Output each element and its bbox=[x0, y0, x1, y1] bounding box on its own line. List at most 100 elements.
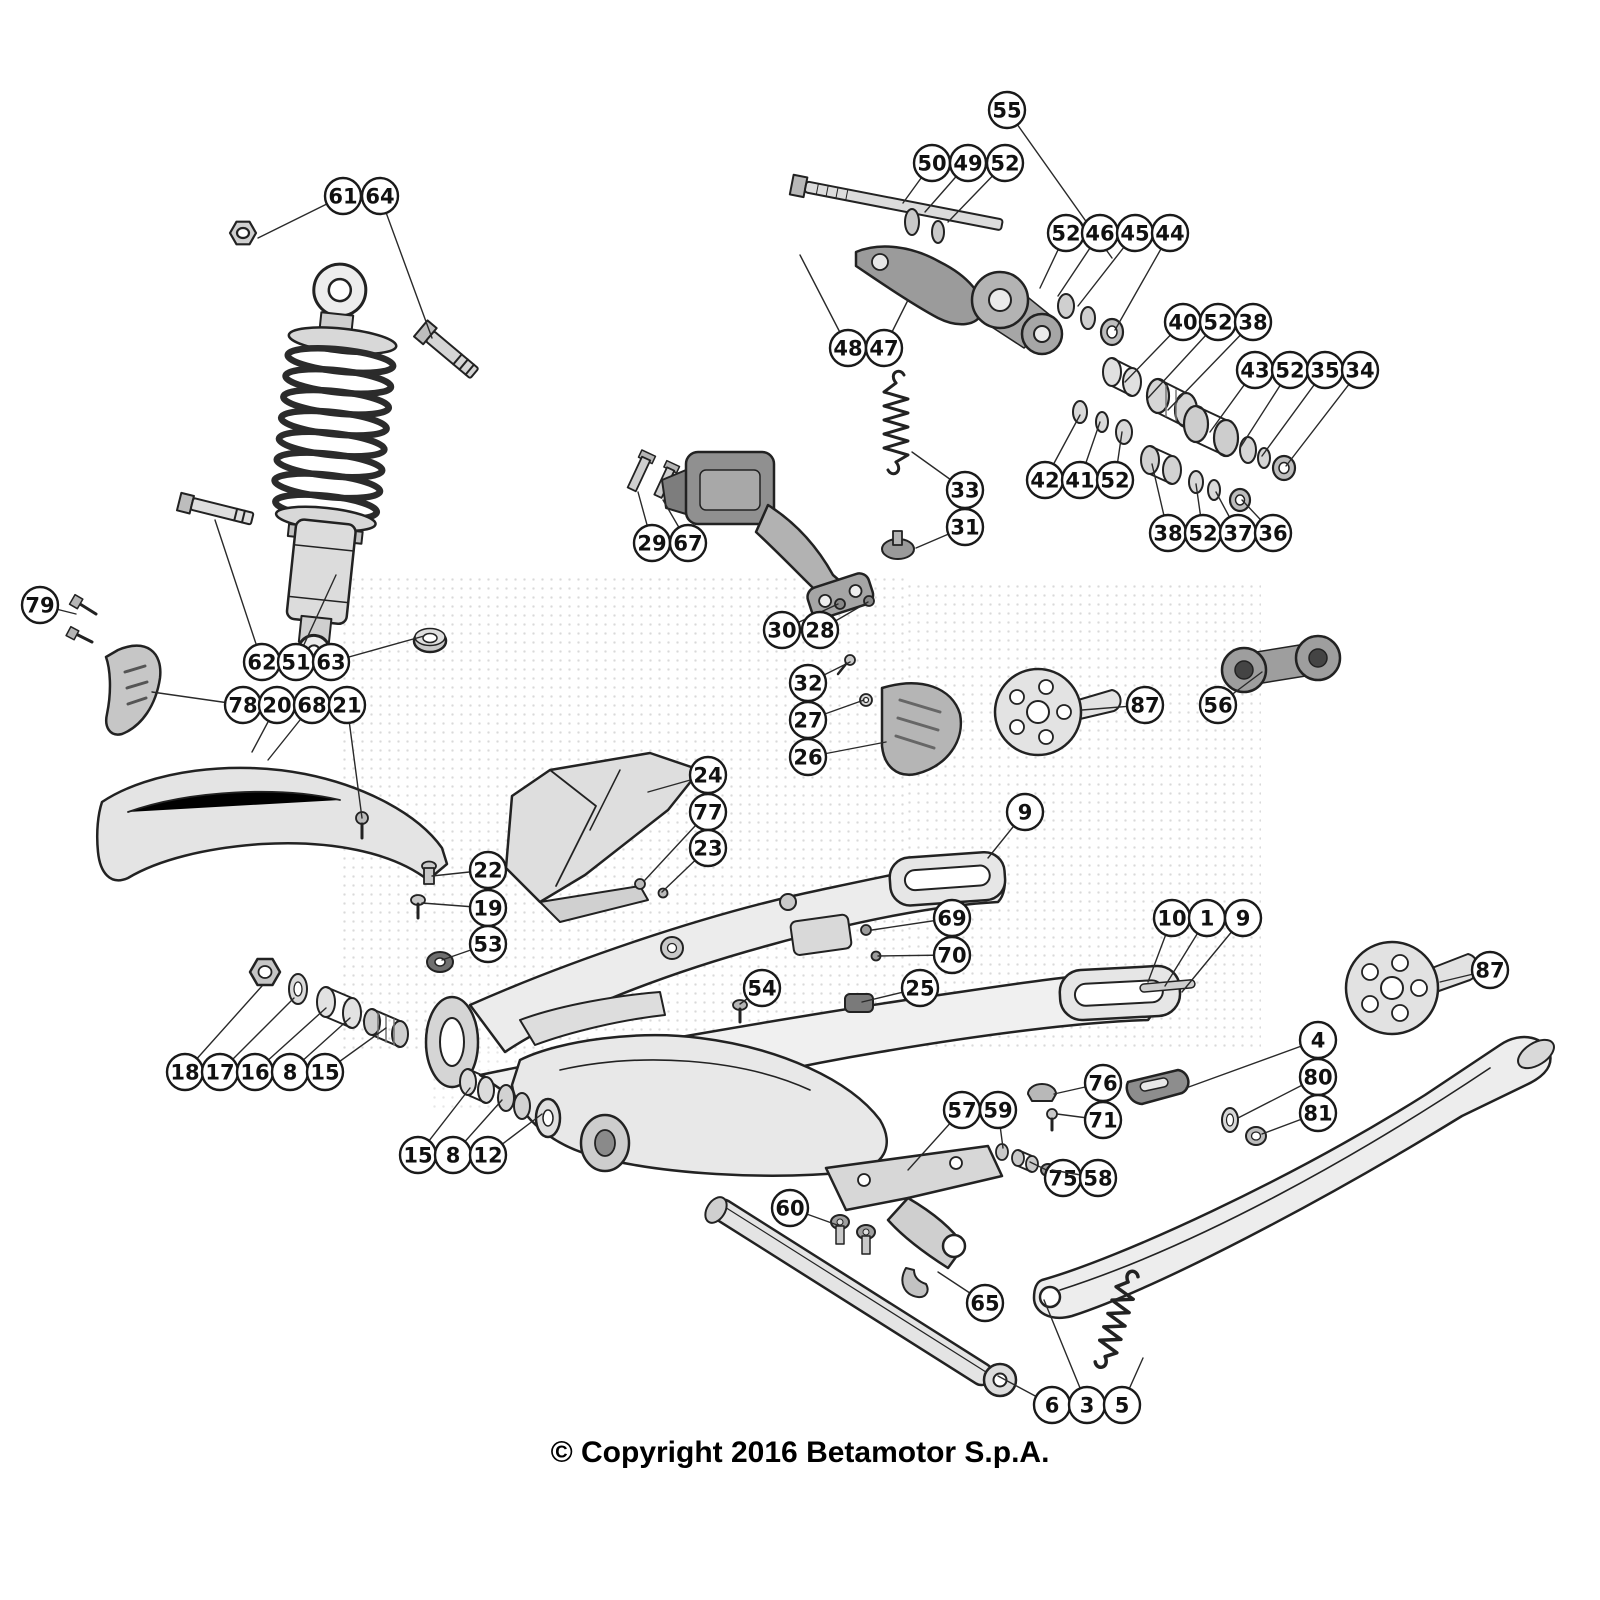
copyright-text: © Copyright 2016 Betamotor S.p.A. bbox=[550, 1436, 1050, 1469]
callout-32-40: 32 bbox=[788, 661, 851, 703]
callout-number: 76 bbox=[1088, 1072, 1117, 1096]
callout-circle bbox=[788, 737, 828, 777]
callout-36-29: 36 bbox=[1241, 499, 1293, 553]
callout-number: 63 bbox=[316, 651, 345, 675]
callout-circle bbox=[1470, 950, 1510, 990]
callout-87-59: 87 bbox=[1439, 950, 1510, 990]
callout-number: 6 bbox=[1045, 1394, 1060, 1418]
callout-number: 40 bbox=[1168, 311, 1197, 335]
callout-70-53: 70 bbox=[877, 935, 972, 975]
callout-50-1: 50 bbox=[902, 143, 952, 204]
callout-53-51: 53 bbox=[441, 924, 508, 964]
callout-number: 37 bbox=[1223, 522, 1252, 546]
callout-number: 36 bbox=[1258, 522, 1287, 546]
callout-number: 1 bbox=[1200, 907, 1215, 931]
callout-67-25: 67 bbox=[662, 499, 708, 563]
dog-bone-link-drawing bbox=[1220, 634, 1342, 694]
callout-38-26: 38 bbox=[1148, 463, 1188, 553]
callout-circle bbox=[1102, 1385, 1142, 1425]
callout-number: 15 bbox=[403, 1144, 432, 1168]
callout-number: 18 bbox=[170, 1061, 199, 1085]
callout-number: 60 bbox=[775, 1197, 804, 1221]
stand-bracket-drawing bbox=[1125, 1068, 1267, 1146]
callout-40-12: 40 bbox=[1124, 302, 1203, 383]
linkage-spacer-stack-drawing bbox=[1072, 357, 1297, 513]
callout-43-15: 43 bbox=[1209, 350, 1275, 433]
callout-leader-line bbox=[184, 985, 263, 1073]
callout-62-30: 62 bbox=[214, 519, 282, 682]
callout-68-38: 68 bbox=[267, 685, 332, 761]
callout-leader-line bbox=[214, 519, 263, 663]
callout-52-16: 52 bbox=[1239, 350, 1310, 449]
callout-33-19: 33 bbox=[911, 451, 985, 510]
callout-52-27: 52 bbox=[1183, 483, 1223, 553]
callout-number: 30 bbox=[767, 619, 796, 643]
callout-number: 8 bbox=[283, 1061, 298, 1085]
callout-61-8: 61 bbox=[257, 176, 363, 239]
callout-number: 64 bbox=[365, 185, 394, 209]
callout-60-77: 60 bbox=[770, 1188, 841, 1228]
callout-44-7: 44 bbox=[1114, 213, 1190, 331]
callout-number: 25 bbox=[905, 977, 934, 1001]
callout-number: 19 bbox=[473, 897, 502, 921]
callout-number: 69 bbox=[937, 907, 966, 931]
swingarm-drawing bbox=[424, 850, 1196, 1177]
callout-56-44: 56 bbox=[1198, 671, 1263, 725]
callout-45-6: 45 bbox=[1077, 213, 1155, 307]
callout-number: 87 bbox=[1130, 694, 1159, 718]
callout-65-78: 65 bbox=[937, 1271, 1005, 1323]
stand-link-rod-drawing bbox=[704, 1196, 1018, 1398]
callout-number: 27 bbox=[793, 709, 822, 733]
callout-4-65: 4 bbox=[1185, 1020, 1338, 1089]
callout-circle bbox=[668, 523, 708, 563]
callout-circle bbox=[945, 507, 985, 547]
callout-76-68: 76 bbox=[1053, 1063, 1123, 1103]
callout-circle bbox=[1083, 1100, 1123, 1140]
tensioner-assembly-drawing bbox=[626, 449, 915, 620]
callout-number: 46 bbox=[1085, 222, 1114, 246]
callout-number: 38 bbox=[1153, 522, 1182, 546]
callout-number: 44 bbox=[1155, 222, 1184, 246]
callout-64-9: 64 bbox=[360, 176, 433, 339]
callout-52-23: 52 bbox=[1095, 431, 1135, 500]
callout-circle bbox=[1233, 302, 1273, 342]
callout-number: 61 bbox=[328, 185, 357, 209]
callout-number: 4 bbox=[1311, 1029, 1326, 1053]
callout-number: 54 bbox=[747, 977, 776, 1001]
chain-guard-drawing bbox=[504, 751, 702, 923]
callout-number: 48 bbox=[833, 337, 862, 361]
callout-circle bbox=[311, 642, 351, 682]
callout-circle bbox=[305, 1052, 345, 1092]
callout-number: 9 bbox=[1018, 801, 1033, 825]
callout-number: 52 bbox=[1188, 522, 1217, 546]
callout-circle bbox=[1005, 792, 1045, 832]
callout-23-47: 23 bbox=[661, 828, 728, 893]
callout-circle bbox=[762, 610, 802, 650]
callout-circle bbox=[900, 968, 940, 1008]
callout-22-49: 22 bbox=[431, 850, 508, 890]
callout-46-5: 46 bbox=[1057, 213, 1120, 297]
callout-circle bbox=[1125, 685, 1165, 725]
callout-52-3: 52 bbox=[947, 143, 1025, 223]
callout-circle bbox=[327, 685, 367, 725]
callout-leader-line bbox=[1285, 369, 1361, 467]
callout-59-74: 59 bbox=[978, 1090, 1018, 1149]
callout-number: 8 bbox=[446, 1144, 461, 1168]
callout-number: 15 bbox=[310, 1061, 339, 1085]
callout-30-33: 30 bbox=[762, 603, 839, 650]
callout-circle bbox=[770, 1188, 810, 1228]
callout-leader-line bbox=[1185, 1039, 1319, 1089]
callout-number: 59 bbox=[983, 1099, 1012, 1123]
callout-1-55: 1 bbox=[1164, 898, 1227, 987]
callout-circle bbox=[688, 828, 728, 868]
callout-31-20: 31 bbox=[915, 507, 985, 549]
callout-number: 9 bbox=[1236, 907, 1251, 931]
callout-circle bbox=[978, 1090, 1018, 1130]
callout-71-69: 71 bbox=[1056, 1100, 1123, 1140]
callout-number: 31 bbox=[950, 516, 979, 540]
callout-number: 10 bbox=[1157, 907, 1186, 931]
callout-circle bbox=[800, 610, 840, 650]
callout-19-50: 19 bbox=[421, 888, 508, 928]
